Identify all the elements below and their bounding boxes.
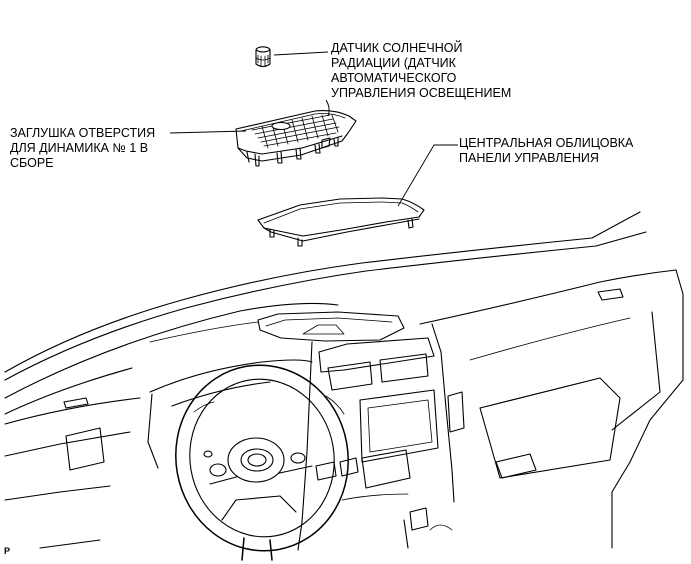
sun-sensor-label-line-2: РАДИАЦИИ (ДАТЧИК bbox=[331, 56, 456, 70]
sun-sensor-label-line-4: УПРАВЛЕНИЯ ОСВЕЩЕНИЕМ bbox=[331, 86, 512, 100]
speaker-plug-label-line-1: ЗАГЛУШКА ОТВЕРСТИЯ bbox=[10, 126, 156, 140]
figure-code: P bbox=[4, 546, 11, 556]
center-panel-label: ЦЕНТРАЛЬНАЯ ОБЛИЦОВКА ПАНЕЛИ УПРАВЛЕНИЯ bbox=[459, 136, 633, 166]
sun-sensor-part bbox=[255, 46, 271, 68]
sun-sensor-label-line-1: ДАТЧИК СОЛНЕЧНОЙ bbox=[331, 41, 463, 55]
leader-lines bbox=[169, 51, 458, 207]
speaker-plug-label-line-3: СБОРЕ bbox=[10, 156, 54, 170]
center-panel-label-line-1: ЦЕНТРАЛЬНАЯ ОБЛИЦОВКА bbox=[459, 136, 634, 150]
dashboard-assembly bbox=[4, 211, 684, 551]
speaker-plug-label: ЗАГЛУШКА ОТВЕРСТИЯ ДЛЯ ДИНАМИКА № 1 В СБ… bbox=[10, 126, 155, 171]
center-panel-label-line-2: ПАНЕЛИ УПРАВЛЕНИЯ bbox=[459, 151, 599, 165]
speaker-grille bbox=[251, 114, 340, 149]
speaker-plug-part bbox=[235, 110, 357, 167]
sun-sensor-label: ДАТЧИК СОЛНЕЧНОЙ РАДИАЦИИ (ДАТЧИК АВТОМА… bbox=[331, 41, 511, 101]
sun-sensor-label-line-3: АВТОМАТИЧЕСКОГО bbox=[331, 71, 457, 85]
speaker-plug-label-line-2: ДЛЯ ДИНАМИКА № 1 В bbox=[10, 141, 149, 155]
steering-wheel bbox=[175, 364, 349, 561]
center-panel-part bbox=[257, 197, 425, 247]
